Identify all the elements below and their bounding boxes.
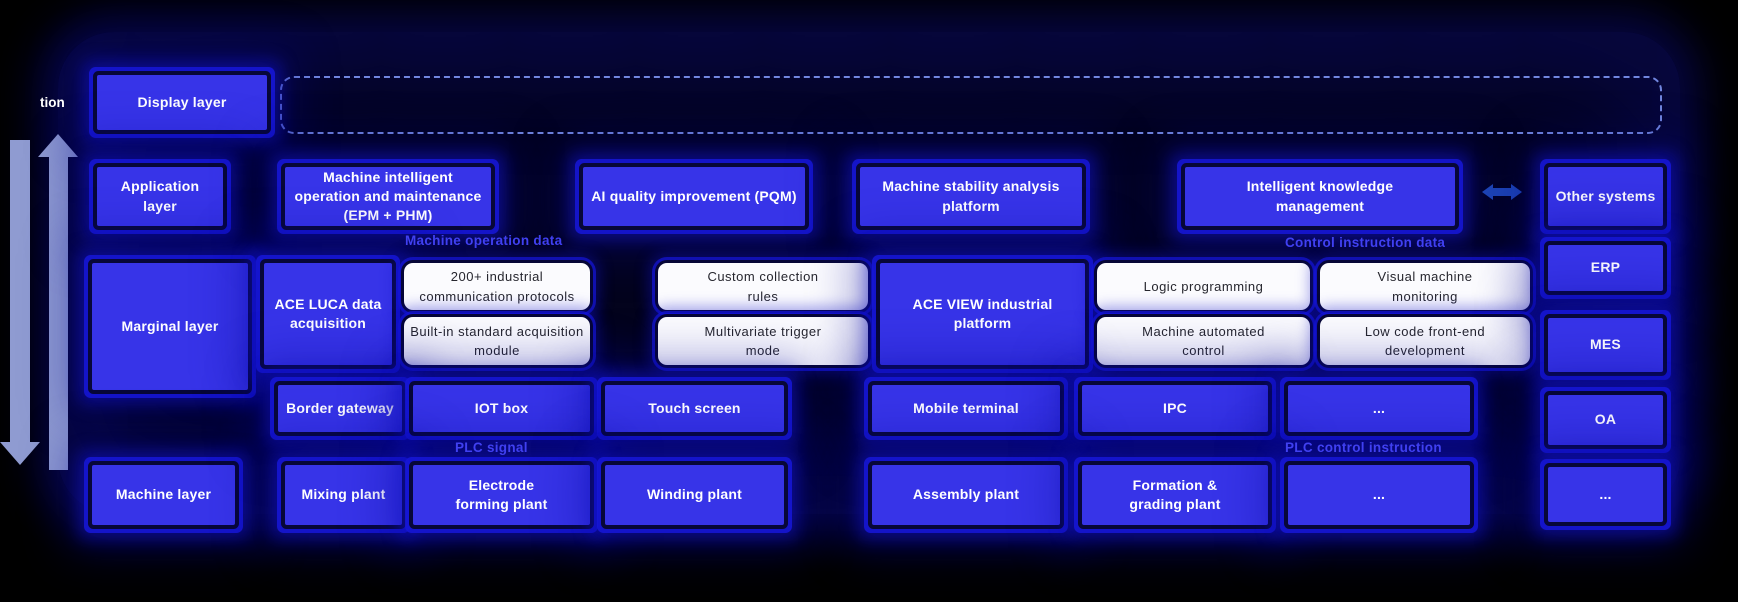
display-layer-box: Display layer [97,75,267,130]
down-flow-arrow-shaft [10,140,30,443]
mes-box: MES [1548,318,1663,372]
bidirectional-arrow-icon [1482,184,1522,200]
custom-rules-box: Custom collection rules [658,263,868,310]
visual-monitoring-box: Visual machine monitoring [1320,263,1530,310]
electrode-plant-box: Electrode forming plant [413,465,590,525]
machine-operation-data-label: Machine operation data [405,233,563,248]
border-gateway-box: Border gateway [278,385,402,432]
machine-stability-box: Machine stability analysis platform [860,167,1082,226]
control-instruction-data-label: Control instruction data [1285,235,1446,250]
gateway-more-box: ... [1288,385,1470,432]
up-flow-arrow-icon [38,134,78,157]
mixing-plant-box: Mixing plant [285,465,402,525]
formation-plant-box: Formation & grading plant [1082,465,1268,525]
machine-iom-box: Machine intelligent operation and mainte… [285,167,491,226]
ace-luca-box: ACE LUCA data acquisition [264,263,392,365]
intelligent-knowledge-box: Intelligent knowledge management [1185,167,1455,226]
oa-box: OA [1548,395,1663,445]
machine-more-box: ... [1288,465,1470,525]
multivariate-box: Multivariate trigger mode [658,317,868,365]
other-systems-box: Other systems [1548,167,1663,226]
application-layer-box: Application layer [97,167,223,226]
ai-quality-box: AI quality improvement (PQM) [583,167,805,226]
logic-programming-box: Logic programming [1097,263,1310,310]
down-flow-arrow-icon [0,442,40,465]
ace-view-box: ACE VIEW industrial platform [880,263,1085,365]
winding-plant-box: Winding plant [605,465,784,525]
plc-control-instruction-label: PLC control instruction [1285,440,1442,455]
iot-box-box: IOT box [413,385,590,432]
machine-layer-box: Machine layer [92,465,235,525]
machine-automated-box: Machine automated control [1097,317,1310,365]
low-code-box: Low code front-end development [1320,317,1530,365]
builtin-module-box: Built-in standard acquisition module [404,317,590,365]
clipped-edge-label: tion [40,95,65,110]
erp-box: ERP [1548,245,1663,291]
right-more-box: ... [1548,467,1663,522]
plc-signal-label: PLC signal [455,440,528,455]
touch-screen-box: Touch screen [605,385,784,432]
ipc-box: IPC [1082,385,1268,432]
up-flow-arrow-shaft [49,157,68,470]
assembly-plant-box: Assembly plant [872,465,1060,525]
protocols-box: 200+ industrial communication protocols [404,263,590,310]
mobile-terminal-box: Mobile terminal [872,385,1060,432]
display-layer-dashed-container [280,76,1662,134]
marginal-layer-box: Marginal layer [92,263,248,390]
